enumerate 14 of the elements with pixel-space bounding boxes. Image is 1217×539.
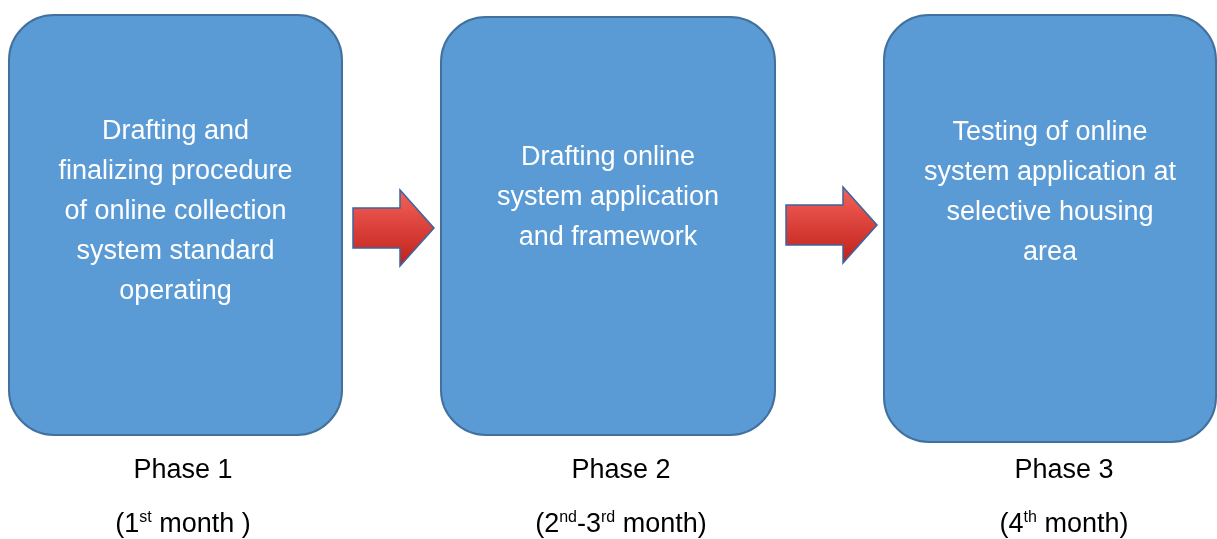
phase-label: Phase 3 bbox=[1014, 453, 1114, 485]
process-box bbox=[883, 14, 1217, 443]
process-text: Testing of online system application at selective housing area bbox=[922, 115, 1178, 268]
process-text: Drafting online system application and framework bbox=[495, 140, 721, 253]
process-box bbox=[440, 16, 776, 436]
duration-label: (4$^{th}$ month) bbox=[999, 507, 1129, 539]
phase-label: Phase 2 bbox=[571, 453, 671, 485]
block-arrow bbox=[352, 188, 435, 268]
duration-label: (1$^{st}$ month ) bbox=[115, 507, 251, 539]
duration-label: (2$^{nd}$-3$^{rd}$ month) bbox=[535, 507, 707, 539]
process-text: Drafting and finalizing procedure of online collection system standard operating bbox=[57, 114, 294, 307]
process-box bbox=[8, 14, 343, 436]
block-arrow bbox=[785, 185, 878, 265]
phase-label: Phase 1 bbox=[133, 453, 233, 485]
